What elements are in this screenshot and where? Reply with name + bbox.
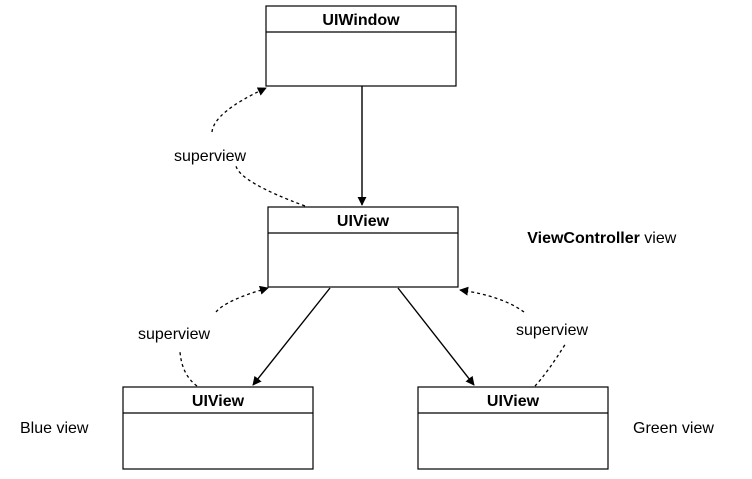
superview-label-left: superview: [138, 326, 210, 343]
uiwindow-title: UIWindow: [322, 12, 400, 29]
superview-label-top: superview: [174, 148, 246, 165]
viewcontroller-label-bold: ViewController: [527, 230, 640, 247]
viewcontroller-label-rest: view: [640, 230, 677, 247]
green-uiview-title: UIView: [487, 393, 540, 410]
superview-label-right: superview: [516, 322, 588, 339]
superview-arrowhead-root-right: [459, 286, 469, 296]
superview-arrow-blue-to-root: [179, 287, 269, 387]
root-uiview-title: UIView: [337, 213, 390, 230]
uiwindow-box: UIWindow: [265, 5, 457, 87]
green-view-label: Green view: [633, 420, 714, 437]
superview-arrowhead-window: [256, 87, 267, 96]
root-uiview-box: UIView: [267, 206, 459, 288]
arrow-root-to-green: [397, 287, 475, 386]
green-uiview-box: UIView: [417, 386, 609, 470]
viewcontroller-view-label: ViewController view: [505, 230, 690, 247]
superview-arrow-root-to-window: [211, 87, 306, 207]
arrow-root-to-blue: [252, 287, 331, 386]
blue-view-label: Blue view: [20, 420, 89, 437]
blue-uiview-title: UIView: [192, 393, 245, 410]
superview-arrowhead-root-left: [258, 285, 269, 295]
blue-uiview-box: UIView: [122, 386, 314, 470]
